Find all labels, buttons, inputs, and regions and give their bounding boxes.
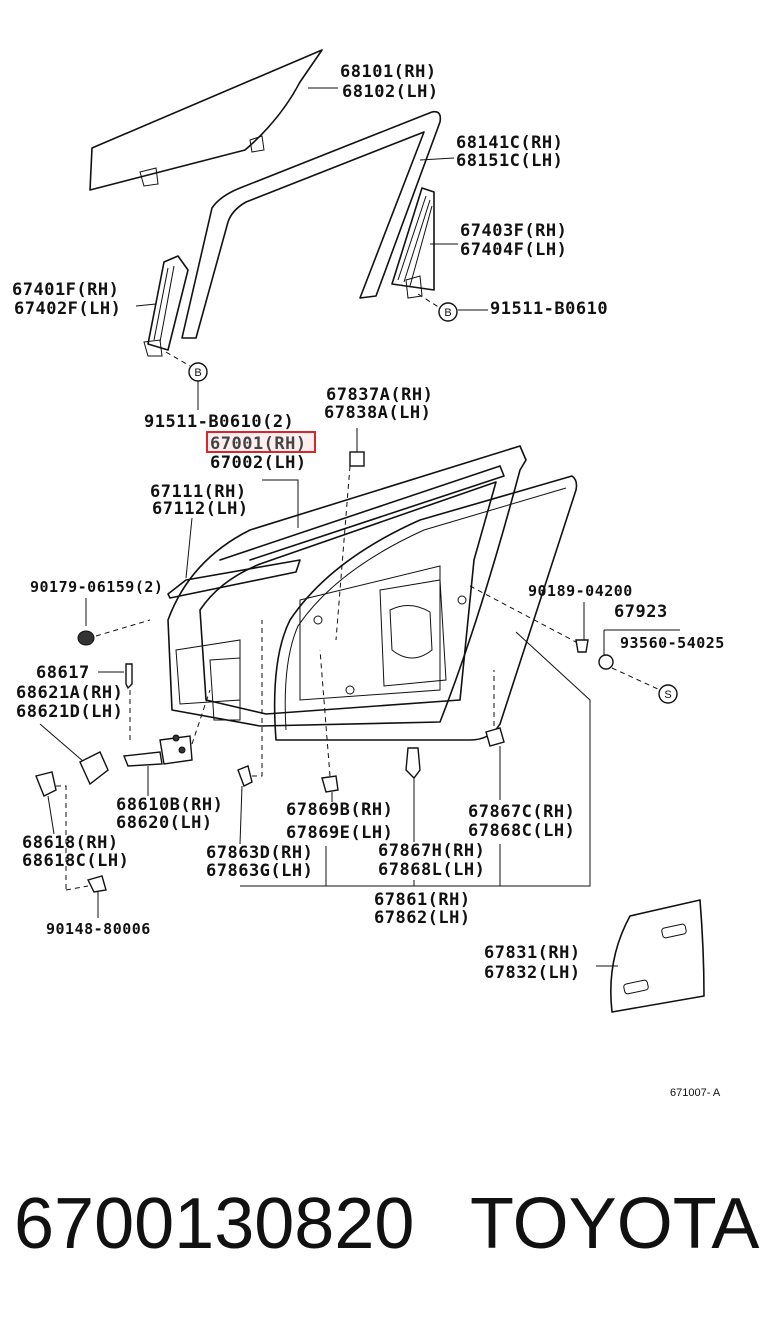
label-67403f: 67403F(RH) <box>460 221 567 241</box>
highlight-box-67001 <box>206 431 316 453</box>
bracket-68618 <box>35 771 57 797</box>
label-67862: 67862(LH) <box>374 908 471 928</box>
svg-text:B: B <box>444 307 451 319</box>
label-68101: 68101(RH) <box>340 62 437 82</box>
pin-68617 <box>125 663 133 690</box>
circle-marker-b-right: B <box>438 302 458 322</box>
label-67112: 67112(LH) <box>152 499 249 519</box>
label-68141c: 68141C(RH) <box>456 133 563 153</box>
clip-67837a <box>349 451 365 467</box>
label-90189-04200: 90189-04200 <box>528 582 633 600</box>
label-67867c: 67867C(RH) <box>468 802 575 822</box>
label-67923: 67923 <box>614 602 668 622</box>
label-67404f: 67404F(LH) <box>460 240 567 260</box>
label-67402f: 67402F(LH) <box>14 299 121 319</box>
label-93560-54025: 93560-54025 <box>620 634 725 652</box>
label-68151c: 68151C(LH) <box>456 151 563 171</box>
label-68620: 68620(LH) <box>116 813 213 833</box>
glass-run-channel <box>181 110 442 339</box>
label-91511-b0610-2: 91511-B0610(2) <box>144 412 294 432</box>
label-67869b: 67869B(RH) <box>286 800 393 820</box>
label-67837a: 67837A(RH) <box>326 385 433 405</box>
label-90148-80006: 90148-80006 <box>46 920 151 938</box>
clip-67867h <box>405 747 421 780</box>
clip-67863d <box>237 765 253 787</box>
circle-marker-s: S <box>658 684 678 704</box>
clip-67867c <box>485 727 505 747</box>
nut-90179 <box>77 630 95 646</box>
label-67861: 67861(RH) <box>374 890 471 910</box>
label-68618: 68618(RH) <box>22 833 119 853</box>
bolt-90148 <box>86 875 107 893</box>
label-67868l: 67868L(LH) <box>378 860 485 880</box>
label-67869e: 67869E(LH) <box>286 823 393 843</box>
svg-text:B: B <box>194 367 201 379</box>
label-67868c: 67868C(LH) <box>468 821 575 841</box>
label-67863d: 67863D(RH) <box>206 843 313 863</box>
label-68621a: 68621A(RH) <box>16 683 123 703</box>
label-67111: 67111(RH) <box>150 482 247 502</box>
belt-moulding <box>167 559 301 599</box>
label-67001: 67001(RH) <box>210 434 307 454</box>
plug-67923 <box>598 654 614 670</box>
service-hole-cover-67831 <box>610 899 705 1013</box>
svg-text:S: S <box>664 689 671 701</box>
label-67002: 67002(LH) <box>210 453 307 473</box>
front-sash-channel <box>143 255 189 357</box>
label-68621d: 68621D(LH) <box>16 702 123 722</box>
label-67401f: 67401F(RH) <box>12 280 119 300</box>
label-67838a: 67838A(LH) <box>324 403 431 423</box>
door-weatherstrip <box>273 475 578 741</box>
label-91511-b0610: 91511-B0610 <box>490 299 608 319</box>
stopper-68621a <box>79 751 109 786</box>
label-67832: 67832(LH) <box>484 963 581 983</box>
label-68618c: 68618C(LH) <box>22 851 129 871</box>
label-90179-06159: 90179-06159(2) <box>30 578 163 596</box>
diagram-reference: 671007- A <box>670 1087 721 1099</box>
door-hinge-68610b <box>123 734 193 767</box>
label-68102: 68102(LH) <box>342 82 439 102</box>
label-68610b: 68610B(RH) <box>116 795 223 815</box>
clip-90189 <box>575 639 589 653</box>
footer-part-number: 6700130820 <box>14 1184 415 1264</box>
label-67831: 67831(RH) <box>484 943 581 963</box>
label-68617: 68617 <box>36 663 90 683</box>
circle-marker-b-left: B <box>188 362 208 382</box>
rear-sash-channel <box>391 187 435 299</box>
footer-brand: TOYOTA <box>470 1184 760 1264</box>
label-67863g: 67863G(LH) <box>206 861 313 881</box>
clip-67869b <box>321 775 339 793</box>
label-67867h: 67867H(RH) <box>378 841 485 861</box>
door-glass <box>89 49 323 191</box>
door-shell <box>167 445 527 727</box>
